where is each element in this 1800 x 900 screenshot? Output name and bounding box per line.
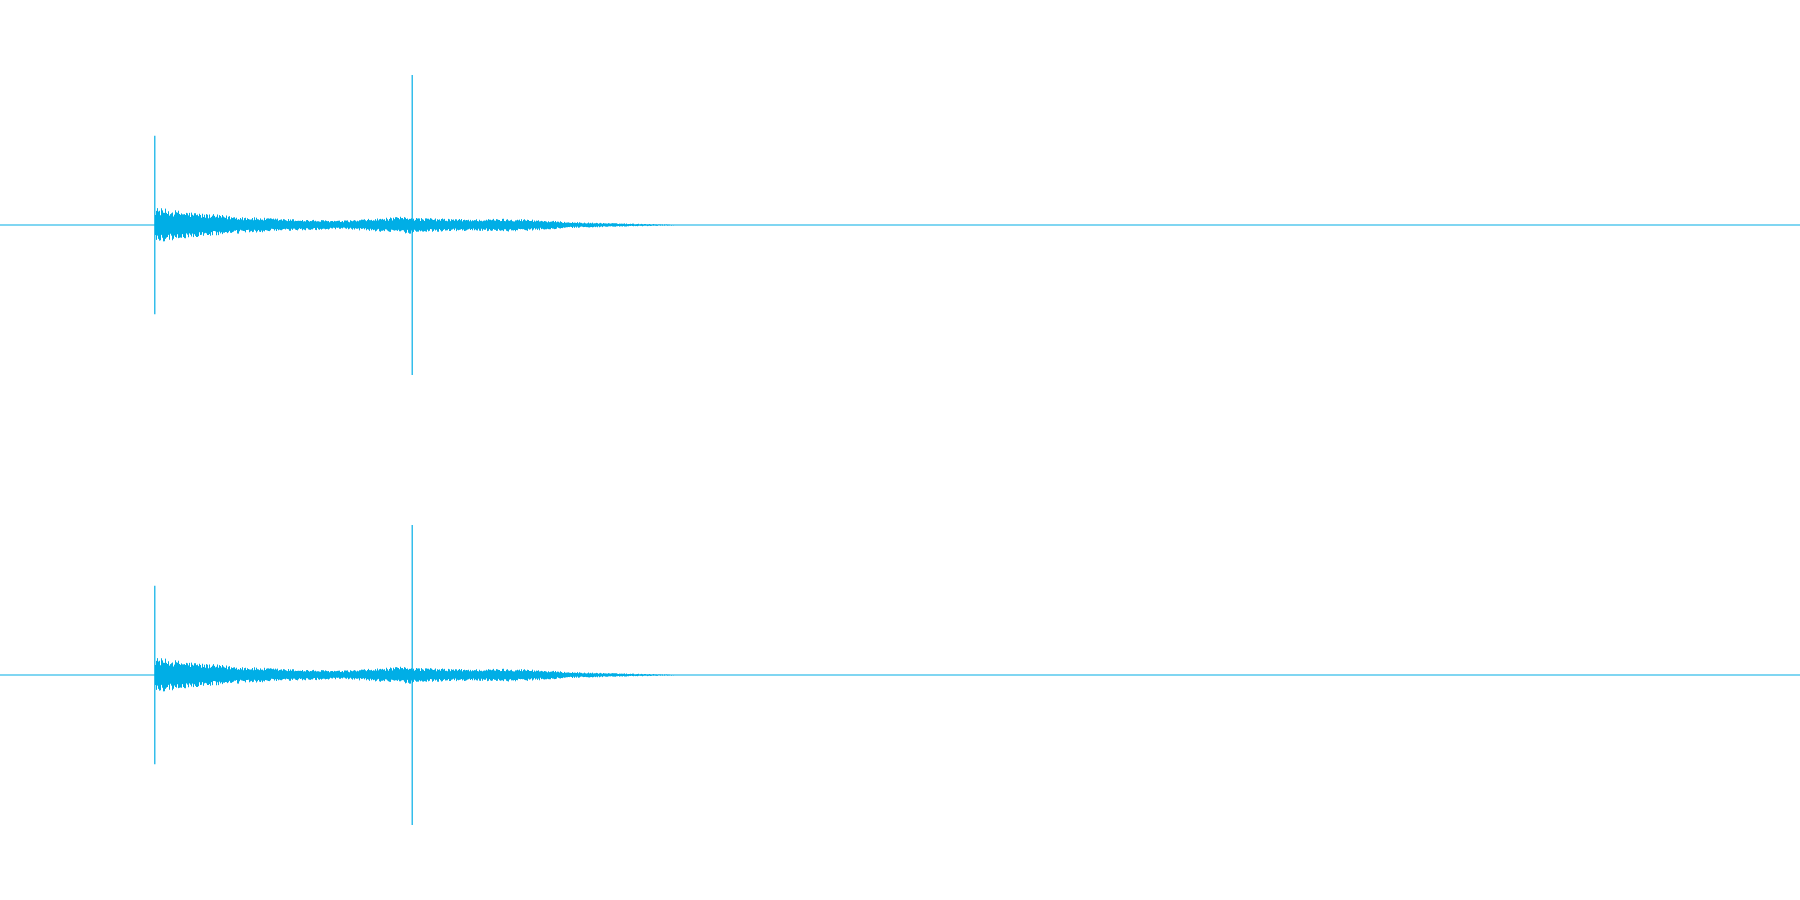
channel-2-waveform-plot [0,525,1800,825]
channel-1-waveform-plot [0,75,1800,375]
channel-1-waveform [0,75,1800,375]
waveform-envelope [155,208,713,242]
channel-2-waveform [0,450,1800,900]
waveform-envelope [155,658,713,692]
